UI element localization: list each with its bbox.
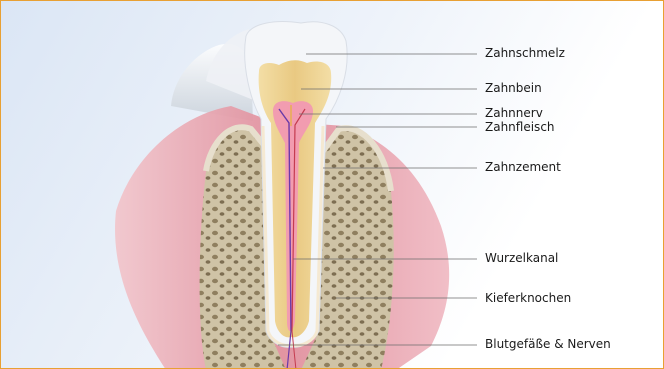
label-jawbone: Kieferknochen: [485, 291, 571, 305]
label-gum: Zahnfleisch: [485, 120, 555, 134]
label-vessels: Blutgefäße & Nerven: [485, 337, 611, 351]
label-nerve: Zahnnerv: [485, 106, 543, 120]
label-enamel: Zahnschmelz: [485, 46, 565, 60]
label-cementum: Zahnzement: [485, 160, 561, 174]
label-dentin: Zahnbein: [485, 81, 542, 95]
label-root-canal: Wurzelkanal: [485, 251, 558, 265]
background-teeth: [171, 29, 256, 121]
